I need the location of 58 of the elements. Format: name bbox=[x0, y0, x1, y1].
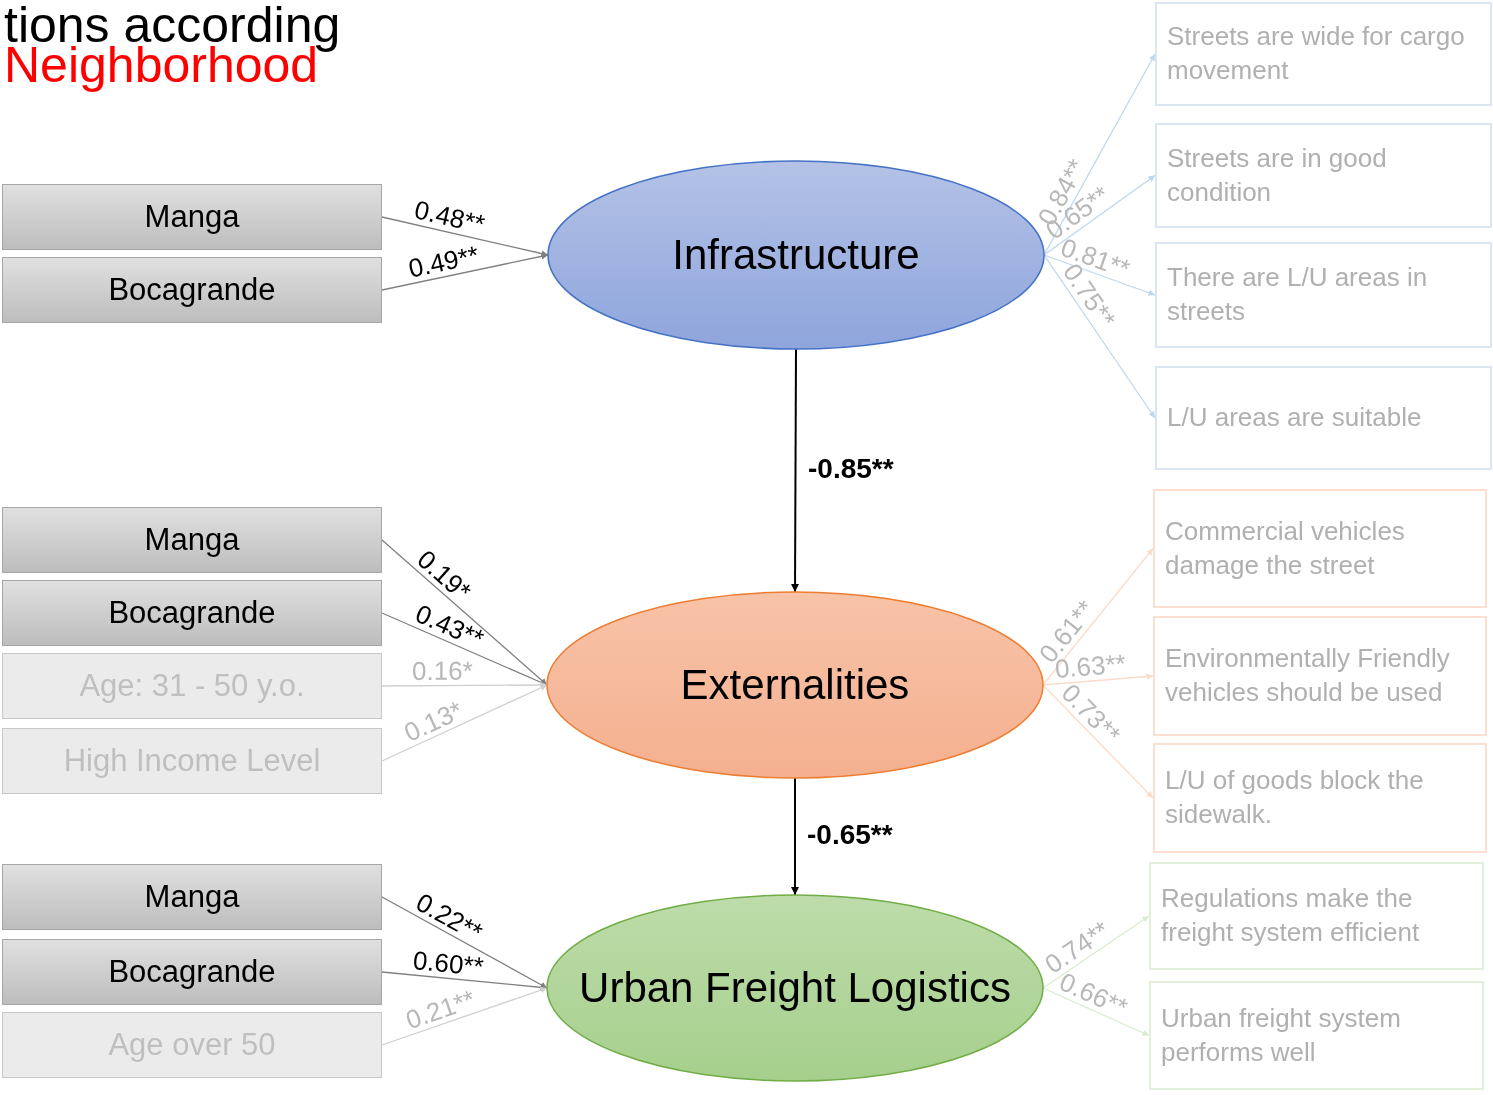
group-box bbox=[2, 728, 382, 794]
arrow bbox=[1042, 547, 1154, 686]
group-box bbox=[2, 507, 382, 573]
edge-label: 0.48** bbox=[411, 194, 488, 241]
indicator-box bbox=[1149, 981, 1484, 1090]
indicator-box bbox=[1155, 366, 1492, 470]
edge-label: 0.13* bbox=[399, 694, 468, 749]
edge-label: 0.49** bbox=[405, 239, 482, 285]
group-box bbox=[2, 184, 382, 250]
construct-ellipse bbox=[547, 895, 1043, 1081]
edge-label: 0.21** bbox=[402, 983, 480, 1036]
arrow bbox=[381, 539, 548, 686]
node-label: Environmentally Friendly vehicles should be used bbox=[1165, 642, 1451, 709]
group-box bbox=[2, 580, 382, 646]
node-label: L/U of goods block the sidewalk. bbox=[1165, 764, 1425, 831]
group-box bbox=[2, 1012, 382, 1078]
arrow bbox=[791, 777, 799, 896]
node-label: Bocagrande bbox=[108, 272, 276, 308]
edge-label: -0.85** bbox=[808, 452, 894, 485]
arrow bbox=[1042, 915, 1150, 989]
arrow bbox=[1043, 254, 1156, 419]
node-label: Bocagrande bbox=[108, 595, 276, 631]
arrow bbox=[381, 216, 549, 257]
group-box bbox=[2, 257, 382, 323]
indicator-box bbox=[1153, 616, 1487, 736]
node-label: Bocagrande bbox=[108, 954, 276, 990]
node-label: Urban freight system performs well bbox=[1161, 1001, 1402, 1069]
arrow bbox=[381, 681, 548, 689]
group-box bbox=[2, 864, 382, 930]
arrow bbox=[381, 987, 548, 1046]
node-label: Urban Freight Logistics bbox=[579, 963, 1011, 1014]
node-label: Regulations make the freight system efficient bbox=[1161, 882, 1421, 949]
node-label: Streets are wide for cargo movement bbox=[1167, 20, 1466, 87]
group-box bbox=[2, 939, 382, 1005]
arrow bbox=[381, 253, 549, 291]
node-label: Manga bbox=[144, 879, 240, 915]
group-box bbox=[2, 653, 382, 719]
indicator-box bbox=[1153, 489, 1487, 608]
arrow bbox=[1043, 174, 1156, 256]
edge-label: -0.65** bbox=[807, 818, 893, 851]
node-label: Manga bbox=[144, 199, 240, 235]
edge-label: 0.16* bbox=[411, 655, 473, 687]
node-label: Manga bbox=[144, 522, 240, 558]
arrow bbox=[791, 348, 800, 593]
indicator-box bbox=[1153, 743, 1487, 853]
node-label: L/U areas are suitable bbox=[1167, 401, 1422, 435]
node-label: Streets are in good condition bbox=[1167, 141, 1388, 209]
arrow bbox=[381, 684, 548, 762]
indicator-box bbox=[1155, 2, 1492, 106]
indicator-box bbox=[1155, 123, 1492, 228]
indicator-box bbox=[1155, 242, 1492, 348]
arrow bbox=[381, 896, 548, 989]
node-label: Commercial vehicles damage the street bbox=[1165, 514, 1406, 582]
indicator-box bbox=[1149, 862, 1484, 970]
node-label: There are L/U areas in streets bbox=[1167, 261, 1429, 328]
node-label: Infrastructure bbox=[672, 230, 920, 281]
arrow bbox=[1042, 684, 1154, 799]
node-label: Externalities bbox=[680, 660, 910, 711]
